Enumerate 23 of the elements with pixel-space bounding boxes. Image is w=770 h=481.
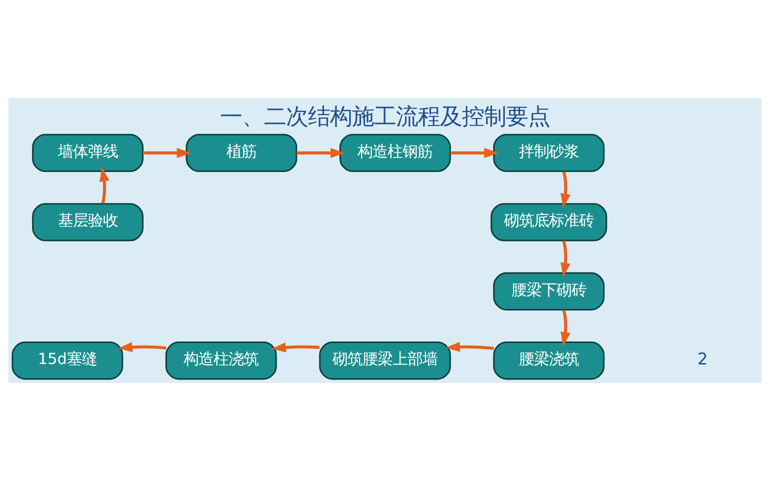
arrow xyxy=(560,240,570,278)
node-box: 构造柱钢筋 xyxy=(339,134,451,172)
arrow xyxy=(450,148,498,158)
node-box: 构造柱浇筑 xyxy=(165,342,277,380)
node-box: 拌制砂浆 xyxy=(493,134,605,172)
arrow xyxy=(560,310,570,346)
arrow xyxy=(560,171,570,208)
node-box: 15d塞缝 xyxy=(12,342,124,380)
node-box: 砌筑底标准砖 xyxy=(490,203,608,242)
node-box: 墙体弹线 xyxy=(32,134,144,172)
arrow xyxy=(296,148,345,158)
node-box: 植筋 xyxy=(186,134,298,172)
arrow xyxy=(118,342,166,352)
label: 2 xyxy=(697,349,708,368)
arrow xyxy=(143,148,192,158)
arrow xyxy=(272,342,320,352)
node-box: 基层验收 xyxy=(32,203,144,242)
node-box: 腰梁下砌砖 xyxy=(493,272,605,310)
arrow xyxy=(446,342,494,352)
node-box: 腰梁浇筑 xyxy=(493,342,605,380)
arrow xyxy=(99,167,110,204)
node-box: 砌筑腰梁上部墙 xyxy=(319,342,451,380)
diagram-title: 一、二次结构施工流程及控制要点 xyxy=(220,104,550,130)
